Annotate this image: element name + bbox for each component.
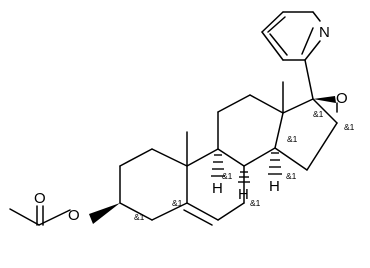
carbonyl-oxygen-label: O (34, 190, 46, 207)
ring-b (183, 148, 245, 226)
ring-c (217, 94, 284, 167)
stereo-label-c3: &1 (134, 212, 145, 222)
stereo-label-c10: &1 (172, 198, 183, 208)
pyridine-ring (261, 11, 321, 61)
ring-d (274, 98, 338, 171)
epoxide-ring (312, 96, 338, 124)
stereo-label-c9: &1 (222, 171, 233, 181)
c9-hydrogen-label: H (212, 180, 223, 197)
stereo-label-c17: &1 (313, 109, 324, 119)
c8-hydrogen-label: H (238, 186, 249, 203)
c9-hydrogen-hash (211, 154, 225, 177)
ring-a (119, 148, 188, 221)
stereo-label-c16: &1 (344, 122, 355, 132)
c14-hydrogen-label: H (269, 178, 280, 195)
stereo-label-c14: &1 (286, 171, 297, 181)
acetyl-group (9, 205, 71, 226)
pyridine-c17-bond (304, 59, 314, 100)
c3-oxygen-wedge (89, 203, 120, 224)
stereo-label-c13: &1 (287, 134, 298, 144)
c14-hydrogen-hash (268, 152, 282, 175)
c8-hydrogen-hash (238, 171, 250, 183)
pyridine-nitrogen-label: N (319, 24, 330, 41)
stereo-label-c8: &1 (250, 198, 261, 208)
ester-oxygen-label: O (68, 207, 80, 224)
epoxide-oxygen-label: O (336, 90, 348, 107)
